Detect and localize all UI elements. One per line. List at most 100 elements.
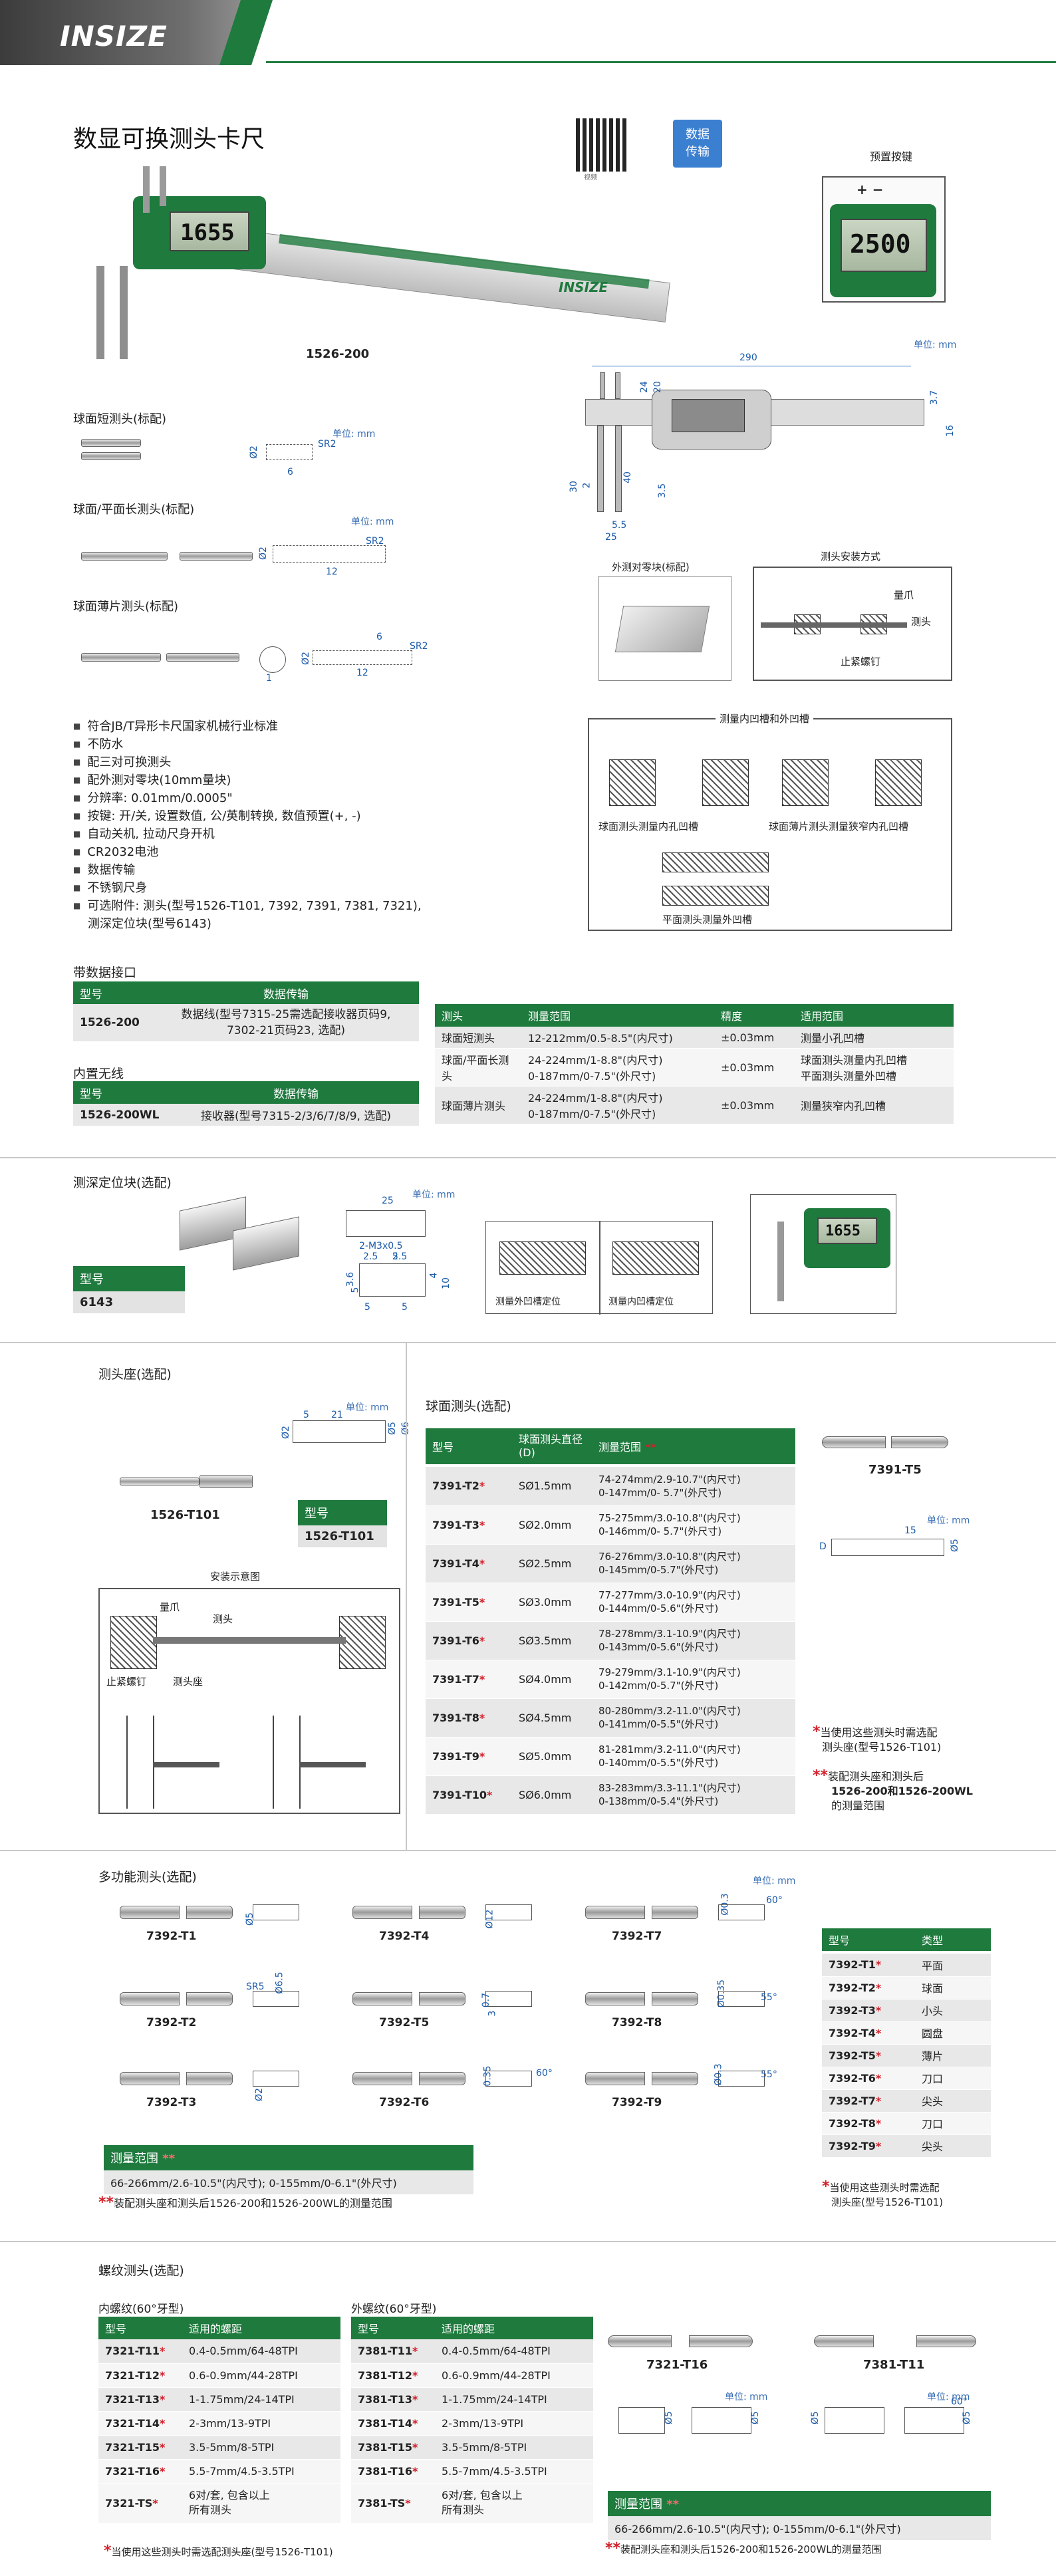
header-bar: INSIZE [0, 0, 1056, 65]
multi-probe-rod-b [419, 1992, 465, 2005]
range-cell-2: 0-187mm/0-7.5"(外尺寸) [528, 1108, 656, 1120]
probe-long-rod-2 [180, 552, 253, 561]
long-d-12: 12 [326, 567, 338, 577]
table-row: 7392-T7*尖头 [822, 2089, 991, 2113]
holder-line-3 [273, 1716, 274, 1809]
ball-note-1a: 当使用这些测头时需选配 [820, 1726, 938, 1739]
short-d-sr2: SR2 [318, 439, 336, 450]
thread-set-desc-2: 所有测头 [442, 2504, 485, 2516]
header-green-line [266, 61, 1056, 63]
unit-depth: 单位: mm [412, 1190, 456, 1200]
table-row: 7381-T15*3.5-5mm/8-5TPI [351, 2435, 593, 2460]
ball-range-cell: 77-277mm/3.0-10.9"(内尺寸)0-144mm/0-5.6"(外尺… [592, 1583, 795, 1622]
divider-4 [0, 2241, 1056, 2242]
ball-range-2: 0-142mm/0-5.7"(外尺寸) [598, 1680, 719, 1692]
thread-model: 7321-T14 [105, 2416, 160, 2430]
type-model-star: * [875, 1981, 882, 1994]
depth-dim-5c: 5 [364, 1302, 370, 1313]
ball-model-star: * [479, 1749, 485, 1763]
ball-model-cell: 7391-T9* [426, 1737, 512, 1776]
table-row: 7381-T14*2-3mm/13-9TPI [351, 2411, 593, 2436]
thread-model-cell: 7381-T13* [351, 2387, 435, 2412]
type-model-star: * [875, 2071, 882, 2085]
multi-dim-phi2: Ø2 [253, 2088, 265, 2101]
thread-model-star: * [160, 2369, 166, 2382]
multi-probe-rod-b [652, 1992, 698, 2005]
groove-a-caption: 球面测头测量内孔凹槽 [598, 821, 699, 833]
type-model-cell: 7392-T5* [822, 2044, 915, 2067]
thread-range-note: **装配测头座和测头后1526-200和1526-200WL的测量范围 [605, 2540, 882, 2557]
table-row: 7392-T8*刀口 [822, 2112, 991, 2135]
type-model-cell: 7392-T3* [822, 1999, 915, 2022]
ball-note-2c: 的测量范围 [831, 1799, 885, 1812]
thread-pitch-cell: 0.6-0.9mm/44-28TPI [182, 2363, 340, 2388]
thread-model-star: * [160, 2416, 166, 2430]
holder-dim-phi2: Ø2 [280, 1426, 291, 1439]
thread-drawing-1 [618, 2407, 665, 2434]
ball-model: 7391-T4 [432, 1557, 479, 1570]
type-cell: 尖头 [915, 2089, 991, 2113]
type-model: 7392-T7 [829, 2094, 876, 2107]
thread-pitch-cell: 2-3mm/13-9TPI [182, 2411, 340, 2436]
thread-inner-title: 内螺纹(60°牙型) [98, 2303, 184, 2316]
dim-20: 20 [652, 381, 663, 393]
thread-model-cell: 7381-T11* [351, 2339, 435, 2364]
groove-b-caption: 球面薄片测头测量狭窄内孔凹槽 [769, 821, 909, 833]
thread-model-star: * [412, 2440, 418, 2454]
multi-probe-rod-b [186, 1906, 233, 1919]
multi-probe-label: 7392-T1 [146, 1930, 197, 1943]
ball-range-2: 0-138mm/0-5.4"(外尺寸) [598, 1795, 719, 1807]
type-model: 7392-T6 [829, 2071, 876, 2085]
inner-head-model: 型号 [98, 2317, 182, 2339]
ball-d-cell: SØ3.0mm [512, 1583, 592, 1622]
thread-t11-rod-2 [916, 2335, 976, 2347]
multi-note-text: 装配测头座和测头后1526-200和1526-200WL的测量范围 [114, 2197, 392, 2210]
ball-model-star: * [479, 1634, 485, 1647]
ball-range-cell: 80-280mm/3.2-11.0"(内尺寸)0-141mm/0-5.5"(外尺… [592, 1698, 795, 1738]
ball-title: 球面测头(选配) [426, 1399, 511, 1414]
ball-model-star: * [479, 1711, 485, 1724]
multi-dim-3: 3 [487, 2010, 498, 2017]
thin-probe-drawing [313, 650, 412, 665]
qr-code-icon[interactable] [576, 118, 626, 172]
use-cell-2: 平面测头测量外凹槽 [801, 1070, 897, 1083]
thread-set-desc-1: 6对/套, 包含以上 [442, 2489, 523, 2502]
multi-dim-phi03a: Ø0.3 [720, 1893, 731, 1916]
multi-probe-label: 7392-T2 [146, 2016, 197, 2029]
thread-model: 7321-T15 [105, 2440, 160, 2454]
ball-range-2: 0-144mm/0-5.6"(外尺寸) [598, 1603, 719, 1614]
multi-probe-label: 7392-T4 [379, 1930, 430, 1943]
dim-2: 2 [581, 482, 593, 489]
depth-usage-box: 测量外凹槽定位 测量内凹槽定位 [485, 1221, 713, 1315]
thread-pitch-cell: 0.4-0.5mm/64-48TPI [435, 2339, 593, 2364]
data-transfer-badge: 数据 传输 [673, 120, 722, 168]
dim-5-5: 5.5 [612, 520, 627, 531]
thread-t11-label: 7381-T11 [863, 2358, 925, 2372]
holder-label-screw: 止紧螺钉 [106, 1676, 147, 1688]
type-model-cell: 7392-T6* [822, 2067, 915, 2090]
feature-item: 不防水 [73, 736, 422, 754]
ball-model: 7391-T2 [432, 1480, 479, 1493]
divider-3 [0, 1850, 1056, 1851]
table-row: 7392-T2*球面 [822, 1976, 991, 1999]
zoom-lcd: 2500 [841, 219, 927, 272]
ball-range-1: 83-283mm/3.3-11.1"(内尺寸) [598, 1782, 741, 1794]
holder-model-head: 型号 [298, 1500, 387, 1525]
type-model: 7392-T1 [829, 1958, 876, 1972]
table-row: 7392-T3*小头 [822, 1999, 991, 2022]
ball-model-cell: 7391-T2* [426, 1467, 512, 1506]
ball-range-2: 0-145mm/0-5.7"(外尺寸) [598, 1564, 719, 1576]
install-label-screw: 止紧螺钉 [841, 656, 881, 668]
multi-dim-phi5: Ø5 [244, 1912, 255, 1926]
feature-item: CR2032电池 [73, 844, 422, 862]
multi-dim-phi12: Ø12 [484, 1909, 495, 1929]
table-row: 7321-TS*6对/套, 包含以上所有测头 [98, 2483, 340, 2523]
dim-16: 16 [944, 425, 956, 437]
feature-item: 按键: 开/关, 设置数值, 公/英制转换, 数值预置(+, -) [73, 808, 422, 826]
ball-model-star: * [479, 1480, 485, 1493]
